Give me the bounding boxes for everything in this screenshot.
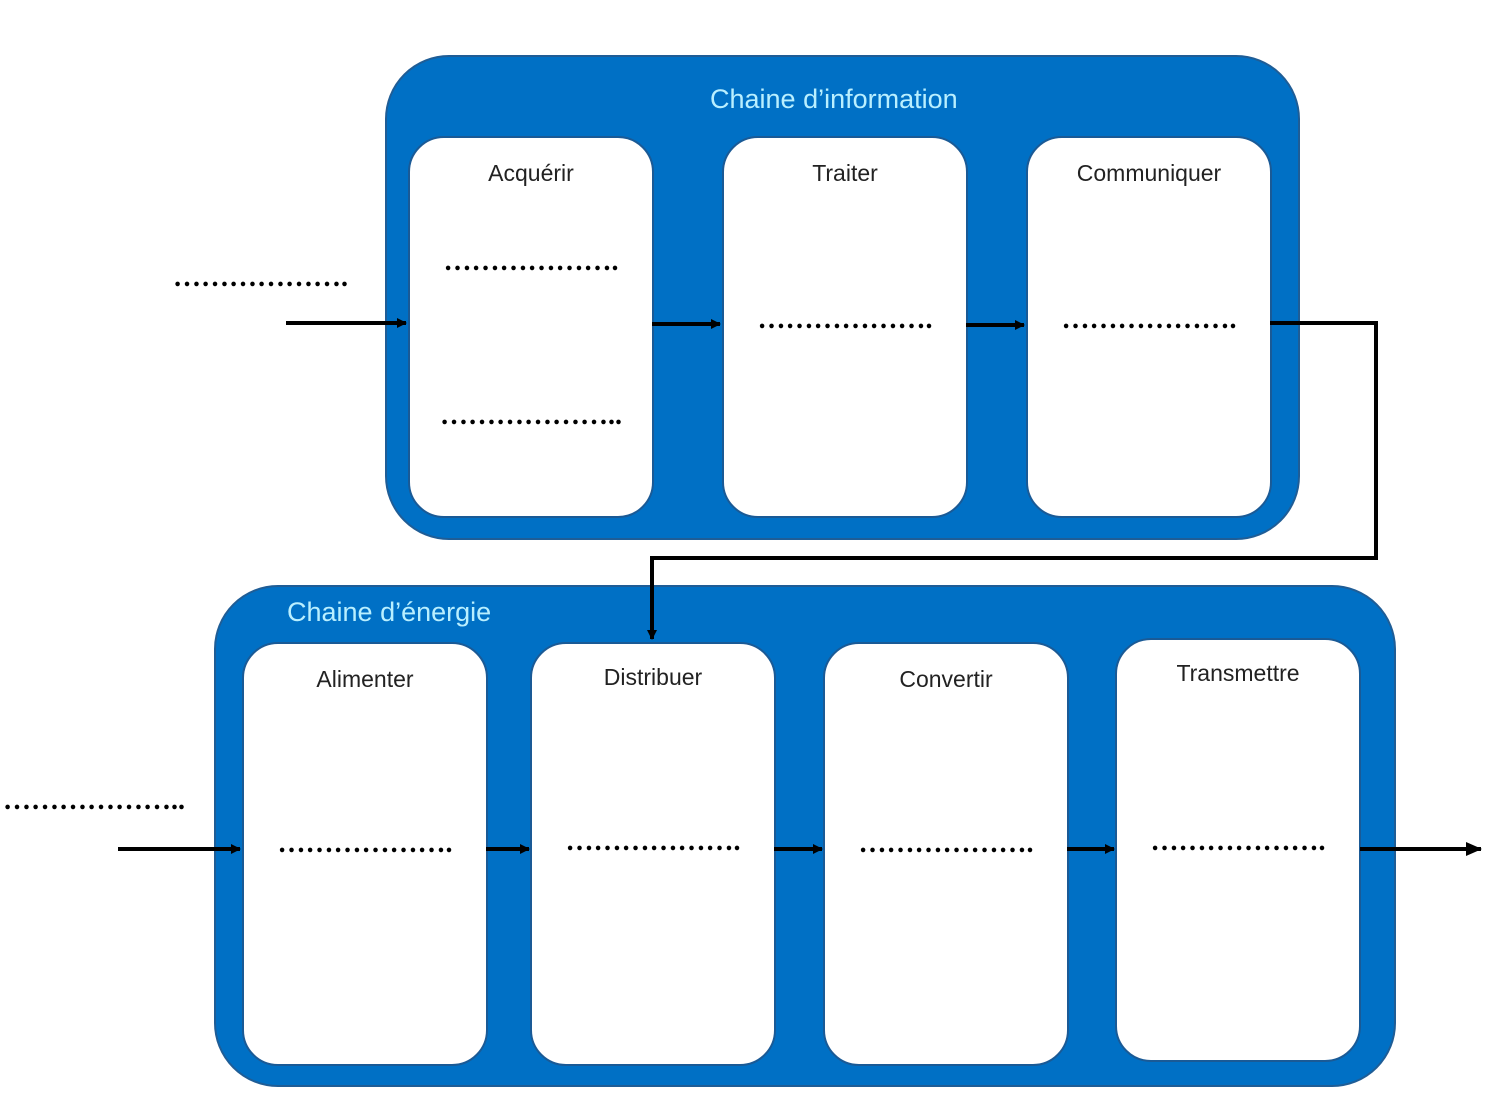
block-transmettre-title: Transmettre — [1176, 660, 1300, 686]
block-communiquer-title: Communiquer — [1076, 160, 1222, 186]
block-distribuer-blank[interactable]: ………………. — [565, 826, 741, 857]
block-transmettre: Transmettre ………………. — [1115, 638, 1361, 1062]
block-traiter: Traiter ………………. — [722, 136, 968, 518]
block-acquerir-blank-2[interactable]: ……………….. — [440, 400, 622, 431]
block-traiter-blank[interactable]: ………………. — [757, 304, 933, 335]
block-alimenter-title: Alimenter — [316, 666, 414, 692]
block-acquerir: Acquérir ………………. ……………….. — [408, 136, 654, 518]
energy-input-blank[interactable]: ……………….. — [3, 785, 185, 816]
block-convertir-blank[interactable]: ………………. — [858, 828, 1034, 859]
block-communiquer-blank[interactable]: ………………. — [1061, 304, 1237, 335]
block-alimenter: Alimenter ………………. — [242, 642, 488, 1066]
arrow-communiquer-to-distribuer — [647, 321, 1378, 640]
block-transmettre-blank[interactable]: ………………. — [1150, 826, 1326, 857]
energy-chain: Chaine d’énergie Alimenter ………………. Distr… — [214, 585, 1396, 1087]
block-alimenter-blank[interactable]: ………………. — [277, 828, 453, 859]
block-distribuer-title: Distribuer — [603, 664, 703, 690]
information-chain-title: Chaine d’information — [710, 84, 958, 114]
block-acquerir-blank-1[interactable]: ………………. — [443, 246, 619, 277]
block-communiquer: Communiquer ………………. — [1026, 136, 1272, 518]
block-convertir: Convertir ………………. — [823, 642, 1069, 1066]
block-acquerir-title: Acquérir — [488, 160, 574, 186]
information-input-blank[interactable]: ………………. — [173, 262, 348, 293]
block-distribuer: Distribuer ………………. — [530, 642, 776, 1066]
information-chain: Chaine d’information Acquérir ………………. ……… — [385, 55, 1300, 540]
block-traiter-title: Traiter — [812, 160, 878, 186]
block-convertir-title: Convertir — [899, 666, 993, 692]
energy-chain-title: Chaine d’énergie — [287, 597, 492, 627]
